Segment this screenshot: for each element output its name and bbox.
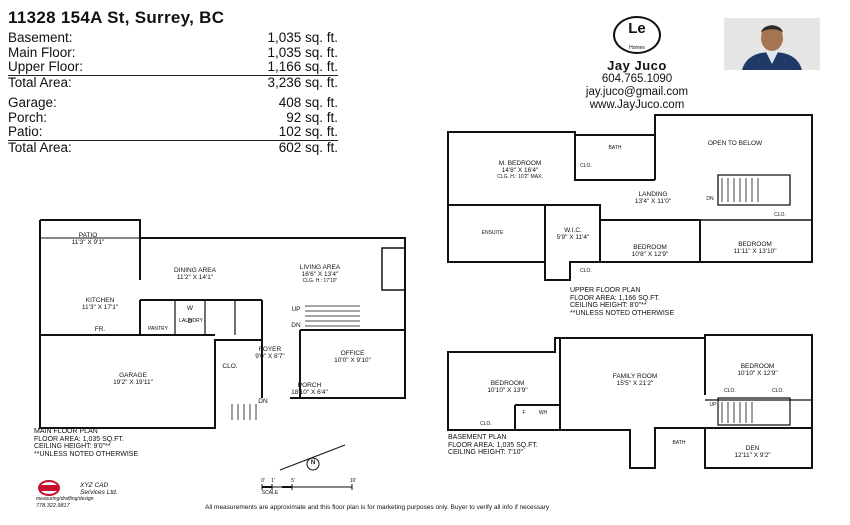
tag-dryer: D: [187, 318, 193, 325]
room-open-to-below: OPEN TO BELOW: [707, 140, 763, 147]
tag-stairs-up: UP: [291, 306, 301, 313]
area-label: Main Floor:: [8, 44, 76, 60]
area-value: 408 sq. ft.: [278, 95, 338, 110]
tag-closet: CLO.: [222, 363, 238, 370]
room-wic: W.I.C.5'9" x 11'4": [556, 227, 590, 241]
tag-bath: BATH: [672, 440, 686, 446]
agent-website[interactable]: www.JayJuco.com: [589, 99, 685, 111]
area-row-basement: Basement: 1,035 sq. ft.: [8, 30, 338, 46]
area-label: Garage:: [8, 95, 57, 110]
scale-tick-10: 10': [349, 478, 357, 484]
area-value: 92 sq. ft.: [286, 109, 338, 125]
area-value: 1,166 sq. ft.: [267, 59, 338, 74]
scale-tick-1: 1': [271, 478, 275, 484]
tag-stairs-up: UP: [709, 402, 717, 408]
tag-ensuite: ENSUITE: [481, 230, 504, 236]
agent-phone[interactable]: 604.765.1090: [601, 73, 673, 85]
area-value: 3,236 sq. ft.: [267, 74, 338, 90]
outdoor-row-patio: Patio: 102 sq. ft.: [8, 124, 338, 141]
area-label: Basement:: [8, 30, 73, 45]
tag-laundry: LAUNDRY: [179, 318, 203, 324]
disclaimer: All measurements are approximate and thi…: [205, 504, 550, 511]
area-value: 1,035 sq. ft.: [267, 30, 338, 45]
tag-stairs-down: DN: [706, 196, 714, 202]
outdoor-row-porch: Porch: 92 sq. ft.: [8, 109, 338, 126]
area-label: Total Area:: [8, 74, 72, 90]
tag-closet-2: CLO.: [580, 268, 592, 274]
tag-closet-2: CLO.: [724, 388, 736, 394]
tag-closet-3: CLO.: [774, 212, 786, 218]
agent-email[interactable]: jay.juco@gmail.com: [585, 86, 689, 98]
tag-pantry: PANTRY: [148, 326, 168, 332]
tag-closet-3: CLO.: [772, 388, 784, 394]
tag-porch-stairs-down: DN: [258, 398, 268, 405]
area-row-main: Main Floor: 1,035 sq. ft.: [8, 44, 338, 61]
area-value: 1,035 sq. ft.: [267, 44, 338, 60]
designer-credit: XYZ CAD Services Ltd. measuring/drafting…: [36, 482, 118, 509]
area-value: 602 sq. ft.: [278, 139, 338, 155]
tag-furnace: F: [522, 410, 526, 416]
north-arrow-icon: N: [310, 460, 316, 466]
property-address: 11328 154A St, Surrey, BC: [8, 8, 225, 27]
tag-stairs-down: DN: [291, 322, 301, 329]
tag-bath: BATH: [608, 145, 622, 151]
area-summary: Basement: 1,035 sq. ft. Main Floor: 1,035 …: [8, 30, 338, 156]
area-row-upper: Upper Floor: 1,166 sq. ft.: [8, 59, 338, 76]
area-label: Upper Floor:: [8, 59, 84, 74]
tag-closet-1: CLO.: [580, 163, 592, 169]
outdoor-row-garage: Garage: 408 sq. ft.: [8, 95, 338, 111]
tag-closet-1: CLO.: [480, 421, 492, 427]
area-label: Patio:: [8, 124, 43, 139]
scale-tick-5: 5': [291, 478, 295, 484]
agent-name: Jay Juco: [607, 58, 667, 73]
tag-water-heater: WH: [538, 410, 548, 416]
area-label: Total Area:: [8, 139, 72, 155]
outdoor-row-total: Total Area: 602 sq. ft.: [8, 139, 338, 156]
tag-washer: W: [186, 305, 194, 312]
scale-tick-0: 0': [261, 478, 265, 484]
area-label: Porch:: [8, 109, 48, 125]
area-value: 102 sq. ft.: [278, 124, 338, 139]
scale-label: SCALE: [261, 490, 279, 496]
area-row-total: Total Area: 3,236 sq. ft.: [8, 74, 338, 91]
tag-fridge: FR.: [94, 326, 106, 333]
agent-photo: [724, 18, 820, 70]
